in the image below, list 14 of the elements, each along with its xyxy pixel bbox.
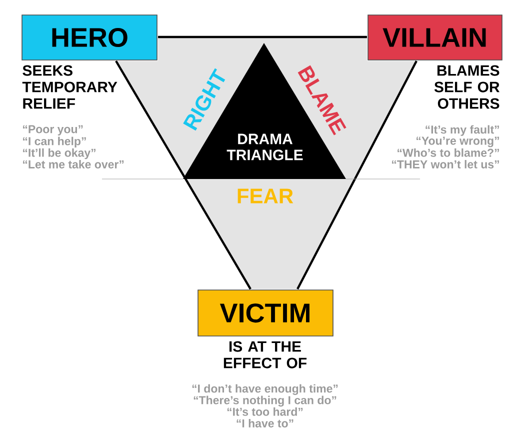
role-box: VICTIM: [198, 290, 334, 336]
role-box: VILLAIN: [368, 14, 502, 60]
quote: “It’s too hard”: [227, 407, 303, 416]
quote: “I have to”: [236, 419, 294, 428]
quote: “I don’t have enough time”: [192, 384, 338, 395]
role-box: HERO: [22, 14, 158, 60]
quote: “I can help”: [23, 136, 86, 148]
role-word: FEAR: [238, 188, 294, 204]
description: BLAMES SELF OR OTHERS: [434, 65, 500, 109]
quote: “Poor you”: [23, 125, 83, 136]
quote: “There’s nothing I can do”: [194, 396, 336, 407]
quote: “It’ll be okay”: [23, 148, 96, 160]
description: IS AT THE EFFECT OF: [224, 341, 307, 368]
quote: “It’s my fault”: [426, 125, 499, 136]
